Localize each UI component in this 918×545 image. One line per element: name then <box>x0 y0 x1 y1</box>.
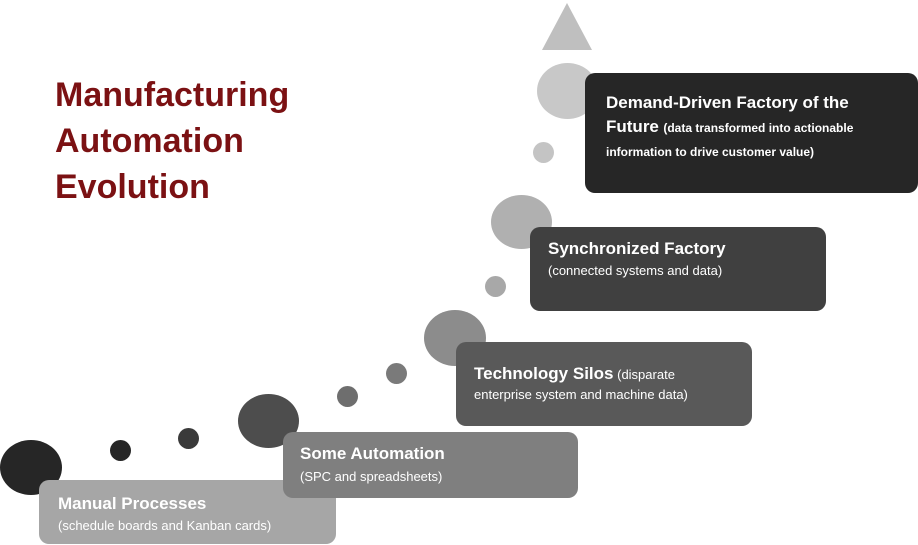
step-heading: Some Automation <box>300 444 445 463</box>
title-line-1: Manufacturing <box>55 76 290 114</box>
title-line-3: Evolution <box>55 168 210 206</box>
step-heading-line-2: Future <box>606 117 659 136</box>
arrow-up-icon <box>542 3 592 50</box>
step-detail: (SPC and spreadsheets) <box>300 469 443 484</box>
step-synchronized-factory: Synchronized Factory (connected systems … <box>530 227 826 311</box>
step-some-automation: Some Automation (SPC and spreadsheets) <box>283 432 578 498</box>
diagram-title: Manufacturing Automation Evolution <box>55 72 355 210</box>
dot-small-5 <box>485 276 506 297</box>
step-detail-line-2: information to drive customer value) <box>606 145 815 159</box>
step-manual-processes: Manual Processes (schedule boards and Ka… <box>39 480 336 544</box>
step-detail-line-1: (disparate <box>617 367 675 382</box>
step-detail: (connected systems and data) <box>548 263 723 278</box>
dot-small-2 <box>178 428 199 449</box>
step-detail-line-2: enterprise system and machine data) <box>474 387 688 402</box>
dot-small-6 <box>533 142 554 163</box>
title-line-2: Automation <box>55 122 244 160</box>
step-heading: Technology Silos <box>474 364 614 383</box>
step-detail-line-1: (data transformed into actionable <box>663 121 854 135</box>
step-heading: Synchronized Factory <box>548 239 726 258</box>
dot-small-4 <box>386 363 407 384</box>
step-demand-driven-factory: Demand-Driven Factory of the Future (dat… <box>585 73 918 193</box>
dot-small-3 <box>337 386 358 407</box>
step-heading: Manual Processes <box>58 494 207 513</box>
dot-small-1 <box>110 440 131 461</box>
step-detail: (schedule boards and Kanban cards) <box>58 518 272 533</box>
step-heading-line-1: Demand-Driven Factory of the <box>606 93 849 112</box>
step-technology-silos: Technology Silos (disparate enterprise s… <box>456 342 752 426</box>
